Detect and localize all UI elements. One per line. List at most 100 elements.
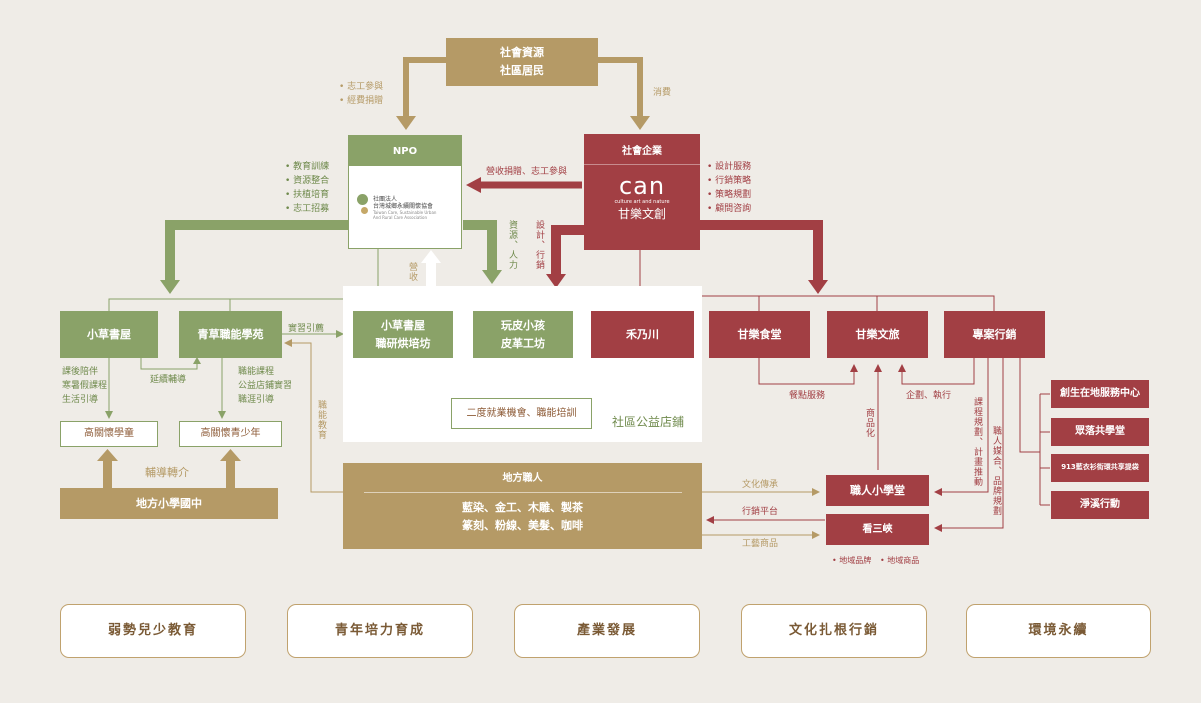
label-design-marketing: 設計、行銷 — [534, 220, 544, 270]
label-volunteer: • 志工參與 — [339, 82, 384, 92]
label-commodify: 商品化 — [864, 408, 874, 438]
se-logo-mark: can — [618, 172, 666, 200]
outcome-environment: 環境永續 — [966, 604, 1151, 658]
npo-name-line2: 台灣城鄉永續關懷協會 — [373, 203, 434, 210]
arrow-counsel-left — [103, 458, 112, 488]
label-profit-donation: 營收捐贈、志工參與 — [486, 167, 568, 177]
arrow-revenue — [426, 262, 436, 286]
arrowhead-skill-edu — [284, 339, 292, 347]
outcome-industry: 產業發展 — [514, 604, 700, 658]
arrowhead-npo-to-leather — [482, 270, 502, 284]
npo-name-line1: 社團法人 — [373, 196, 398, 203]
leaf-icon-small — [361, 207, 368, 214]
artisans-line1: 藍染、金工、木雕、製茶 — [462, 501, 583, 514]
line-skill-edu — [291, 342, 343, 493]
label-npo-recruit: • 志工招募 — [285, 204, 330, 214]
artisans-line2: 篆刻、粉線、美髮、咖啡 — [462, 519, 583, 532]
arrowhead-se-to-npo — [466, 177, 481, 193]
label-revenue: 營收 — [407, 262, 417, 282]
label-se-marketing: • 行銷策略 — [707, 176, 752, 186]
npo-name-en1: Taiwan Care, Sustainable Urban — [373, 210, 437, 215]
node-clean-stream: 淨溪行動 — [1051, 491, 1149, 519]
outcome-youth-education: 弱勢兒少教育 — [60, 604, 246, 658]
arrowhead-culture — [812, 488, 820, 496]
node-henaichuan: 禾乃川 — [591, 311, 694, 358]
arrowhead-revenue — [421, 250, 441, 263]
arrowhead-catering — [850, 364, 858, 372]
npo-name: 社團法人 台灣城鄉永續關懷協會 Taiwan Care, Sustainable… — [373, 196, 436, 220]
arrowhead-artisan-media — [934, 524, 942, 532]
node-second-employment: 二度就業機會、職能培訓 — [451, 398, 592, 429]
arrowhead-marketing-platform — [706, 516, 714, 524]
line-project-side — [1019, 334, 1040, 453]
label-marketing-platform: 行銷平台 — [742, 507, 779, 517]
label-se-strategy: • 策略規劃 — [707, 190, 752, 200]
arrowhead-resource-to-npo — [396, 116, 416, 130]
arrowhead-internship — [336, 330, 344, 338]
label-se-design: • 設計服務 — [707, 162, 752, 172]
arrow-se-to-henaichuan — [551, 225, 585, 276]
node-ganle-travel: 甘樂文旅 — [827, 311, 928, 358]
arrowhead-commodify — [874, 364, 882, 372]
se-logo-name: 甘樂文創 — [617, 207, 666, 221]
arrowhead-se-to-projects — [808, 280, 828, 294]
label-planning-exec: 企劃、執行 — [906, 391, 952, 401]
node-highcare-youth: 高關懷青少年 — [179, 421, 282, 447]
line-catering — [758, 358, 855, 385]
line-course-plan — [940, 358, 989, 493]
node-artisan-school: 職人小學堂 — [826, 475, 929, 506]
outcome-youth-empowerment: 青年培力育成 — [287, 604, 473, 658]
label-local-goods: • 地域商品 — [880, 556, 920, 565]
label-npo-resource: • 資源整合 — [285, 176, 330, 186]
label-local-brand: • 地域品牌 — [832, 556, 872, 565]
social-resource-line1: 社會資源 — [500, 46, 544, 60]
node-ganle-canteen: 甘樂食堂 — [709, 311, 810, 358]
arrowhead-counsel-left — [97, 449, 118, 461]
label-resource-manpower: 資源、人力 — [507, 220, 517, 270]
social-resource-box: 社會資源 社區居民 — [446, 38, 598, 86]
se-logo-en: culture art and nature — [614, 199, 670, 205]
label-culture-spread: 文化傳承 — [742, 480, 779, 490]
npo-header: NPO — [349, 136, 461, 166]
label-counsel-refer: 輔導轉介 — [145, 466, 189, 479]
arrow-resource-to-npo — [403, 57, 446, 118]
label-after-school-3: 生活引導 — [62, 395, 99, 405]
label-after-school-2: 寒暑假課程 — [62, 381, 108, 391]
se-header: 社會企業 — [584, 134, 700, 165]
arrowhead-qingcao-youth — [218, 411, 226, 419]
arrow-resource-to-se — [598, 57, 643, 118]
label-se-consult: • 顧問咨詢 — [707, 204, 752, 214]
artisans-divider — [363, 492, 682, 493]
arrowhead-xiaocao-school — [105, 411, 113, 419]
label-delay-counsel: 延續輔導 — [150, 375, 187, 385]
arrow-npo-to-leather — [463, 220, 497, 272]
npo-card: NPO 社團法人 台灣城鄉永續關懷協會 Taiwan Care, Sustain… — [348, 135, 462, 249]
label-catering: 餐點服務 — [789, 391, 826, 401]
label-donation: • 經費捐贈 — [339, 96, 384, 106]
label-community-store: 社區公益店鋪 — [612, 415, 685, 429]
arrowhead-resource-to-se — [630, 116, 650, 130]
node-leather-line1: 玩皮小孩 — [501, 318, 545, 332]
node-center: 創生在地服務中心 — [1051, 380, 1149, 408]
artisans-title: 地方職人 — [502, 473, 543, 484]
node-project-marketing: 專案行銷 — [944, 311, 1045, 358]
line-delay-counsel — [140, 358, 198, 370]
arrow-npo-to-xiaocao — [165, 220, 349, 282]
line-artisan-media — [940, 358, 1004, 529]
node-qingcao: 青草職能學苑 — [179, 311, 282, 358]
node-local-school: 地方小學國中 — [60, 488, 278, 519]
node-xiaocao: 小草書屋 — [60, 311, 158, 358]
arrowhead-craft — [812, 531, 820, 539]
social-resource-line2: 社區居民 — [500, 64, 544, 77]
arrowhead-delay-counsel — [193, 357, 201, 364]
arrowhead-course-plan — [934, 488, 942, 496]
label-artisan-media: 職人媒合、品牌規劃 — [991, 426, 1001, 516]
arrow-se-to-projects — [700, 220, 823, 282]
label-course-plan: 課程規劃、計畫推動 — [972, 397, 982, 487]
label-consume: 消費 — [653, 88, 672, 98]
label-npo-edu: • 教育訓練 — [285, 162, 330, 172]
node-fir-street: 913藍衣衫街環共享提袋 — [1051, 454, 1149, 482]
node-leather: 玩皮小孩 皮革工坊 — [473, 311, 573, 358]
arrowhead-npo-to-xiaocao — [160, 280, 180, 294]
